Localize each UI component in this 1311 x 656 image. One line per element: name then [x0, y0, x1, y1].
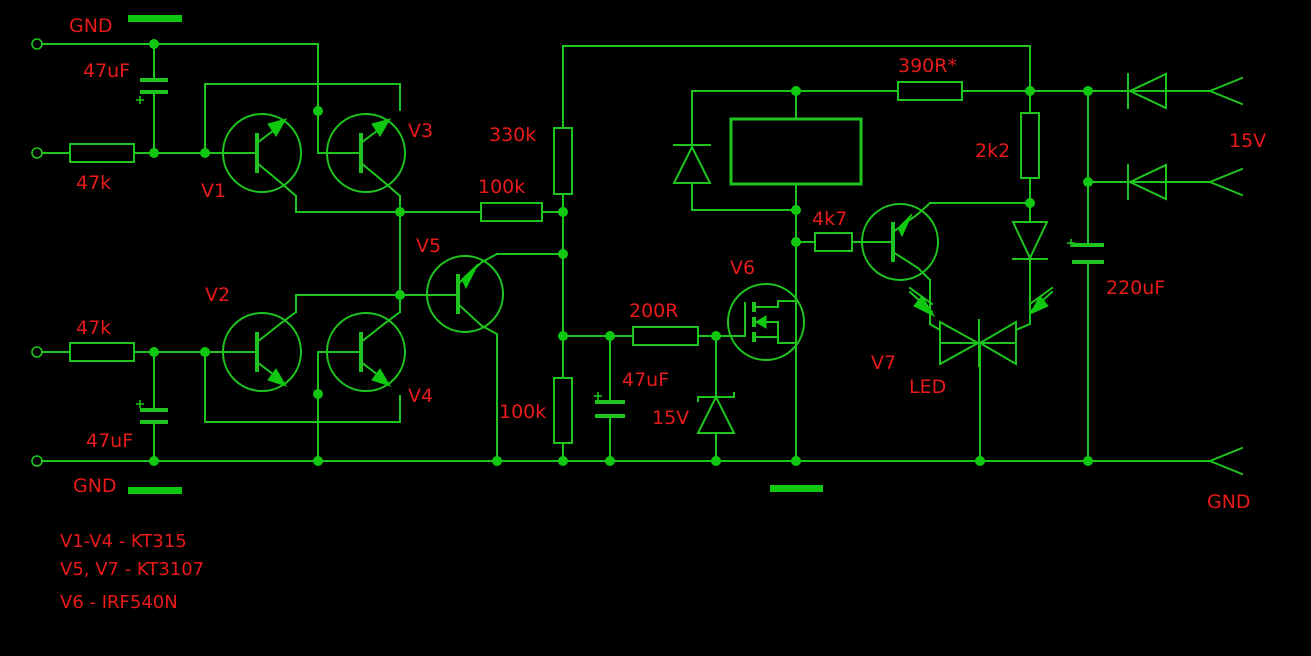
mosfet-v6: [727, 283, 805, 361]
label-330k: 330k: [489, 124, 536, 146]
ic-regulator-box: [729, 117, 863, 186]
label-v6: V6: [730, 257, 755, 279]
transistor-v2: [217, 312, 302, 392]
label-supply: 15V: [1229, 130, 1266, 152]
label-led: LED: [909, 376, 946, 398]
label-200r: 200R: [629, 300, 678, 322]
transistor-v7: [861, 203, 939, 281]
diode-series-2k2: [1011, 221, 1049, 261]
resistors: [69, 81, 1040, 444]
resistor-100k-top: [480, 202, 543, 222]
label-gnd-top: GND: [69, 15, 113, 37]
resistor-47k-in1: [69, 143, 135, 163]
resistor-100k-bottom: [553, 377, 573, 444]
label-v1: V1: [201, 180, 226, 202]
note-line-3: V6 - IRF540N: [60, 592, 178, 613]
label-v2: V2: [205, 284, 230, 306]
resistor-330k: [553, 127, 573, 195]
diode-input-2: [1127, 163, 1167, 201]
label-v3: V3: [408, 120, 433, 142]
label-c4: 220uF: [1106, 277, 1165, 299]
transistor-v4: [326, 312, 406, 392]
diode-feedback: [672, 144, 712, 184]
capacitor-47uf-1: [136, 78, 168, 104]
parts-notes: V1-V4 - KT315 V5, V7 - KT3107 V6 - IRF54…: [60, 531, 204, 613]
component-labels: GND 47uF 47k V1 V3 330k 100k V5 V2 47k V…: [69, 15, 1266, 513]
label-gnd-bottom: GND: [73, 475, 117, 497]
transistor-v5: [426, 255, 504, 333]
input-terminals: [31, 38, 43, 467]
note-line-1: V1-V4 - KT315: [60, 531, 187, 552]
transistor-v3: [326, 113, 406, 193]
resistor-47k-in2: [69, 342, 135, 362]
label-v7: V7: [871, 352, 896, 374]
gnd-bar-top: [128, 15, 182, 22]
capacitor-47uf-3: [594, 392, 625, 418]
capacitor-220uf: [1067, 239, 1104, 264]
led-bicolor: [908, 286, 1054, 367]
capacitor-47uf-2: [136, 400, 168, 424]
output-connectors: [1207, 76, 1244, 476]
label-zener: 15V: [652, 407, 689, 429]
resistor-2k2: [1020, 112, 1040, 179]
label-v4: V4: [408, 385, 433, 407]
gnd-bar-bottom-center: [770, 485, 823, 492]
label-2k2: 2k2: [975, 140, 1010, 162]
label-r-in1: 47k: [76, 172, 111, 194]
label-c3: 47uF: [622, 369, 669, 391]
note-line-2: V5, V7 - KT3107: [60, 559, 204, 580]
label-gnd-right: GND: [1207, 491, 1251, 513]
label-c2: 47uF: [86, 430, 133, 452]
resistor-200r: [632, 326, 699, 346]
zener-diode-15v: [696, 392, 736, 434]
wires: [41, 43, 1211, 462]
resistor-4k7: [814, 232, 853, 252]
resistor-390r: [897, 81, 963, 101]
label-390r: 390R*: [898, 55, 957, 77]
label-4k7: 4k7: [812, 208, 847, 230]
diode-input-1: [1127, 72, 1167, 110]
transistor-v1: [217, 113, 302, 193]
label-100k-top: 100k: [478, 176, 525, 198]
label-v5: V5: [416, 235, 441, 257]
label-100k-bottom: 100k: [499, 401, 546, 423]
junction-dots: [149, 39, 1093, 466]
label-r-in2: 47k: [76, 317, 111, 339]
label-c1: 47uF: [83, 60, 130, 82]
gnd-bar-bottom-left: [128, 487, 182, 494]
